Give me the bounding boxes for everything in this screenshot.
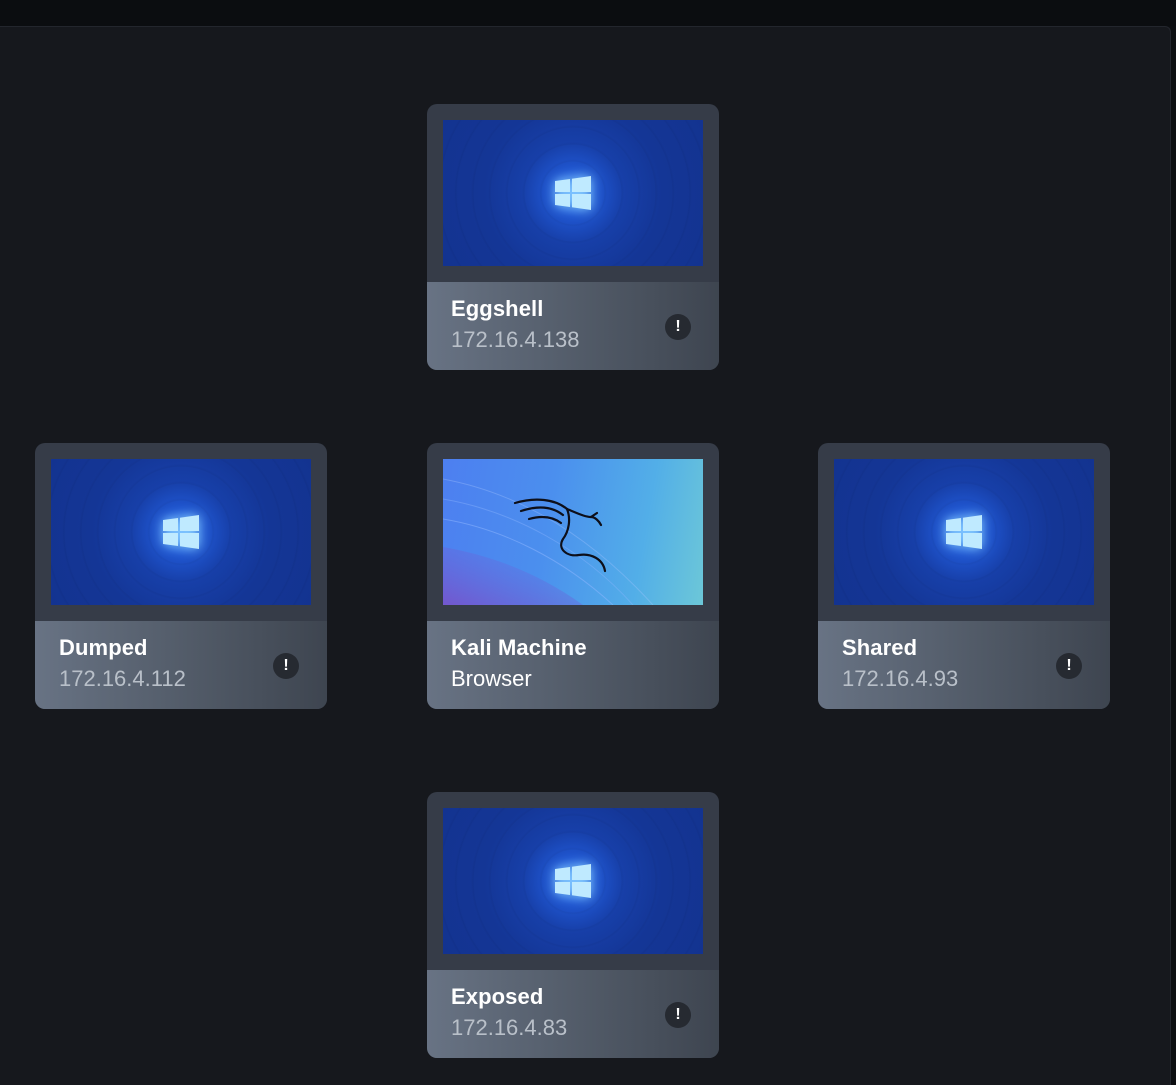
machine-name: Kali Machine bbox=[451, 635, 587, 660]
kali-dragon-icon bbox=[513, 498, 607, 573]
windows-icon bbox=[946, 515, 982, 549]
machine-info-panel: Eggshell 172.16.4.138 ! bbox=[427, 282, 719, 370]
machine-name: Exposed bbox=[451, 984, 544, 1009]
kali-wallpaper bbox=[443, 478, 654, 605]
machine-ip-address: 172.16.4.83 bbox=[451, 1015, 568, 1040]
machine-connection-type: Browser bbox=[451, 666, 532, 691]
alert-icon[interactable]: ! bbox=[1056, 653, 1082, 679]
alert-icon[interactable]: ! bbox=[273, 653, 299, 679]
machine-card-kali[interactable]: Kali Machine Browser bbox=[427, 443, 719, 709]
machine-name: Eggshell bbox=[451, 296, 544, 321]
machine-info-panel: Dumped 172.16.4.112 ! bbox=[35, 621, 327, 709]
machine-screen-thumbnail bbox=[443, 120, 703, 266]
top-bar bbox=[0, 0, 1176, 26]
machine-card-eggshell[interactable]: Eggshell 172.16.4.138 ! bbox=[427, 104, 719, 370]
alert-icon[interactable]: ! bbox=[665, 1002, 691, 1028]
machine-ip-address: 172.16.4.93 bbox=[842, 666, 959, 691]
windows-icon bbox=[555, 864, 591, 898]
machine-screen-thumbnail bbox=[834, 459, 1094, 605]
windows-icon bbox=[555, 176, 591, 210]
machine-name: Dumped bbox=[59, 635, 148, 660]
machine-info-panel: Exposed 172.16.4.83 ! bbox=[427, 970, 719, 1058]
machine-card-exposed[interactable]: Exposed 172.16.4.83 ! bbox=[427, 792, 719, 1058]
alert-icon[interactable]: ! bbox=[665, 314, 691, 340]
machine-screen-thumbnail bbox=[51, 459, 311, 605]
machine-card-dumped[interactable]: Dumped 172.16.4.112 ! bbox=[35, 443, 327, 709]
machine-name: Shared bbox=[842, 635, 918, 660]
machine-card-shared[interactable]: Shared 172.16.4.93 ! bbox=[818, 443, 1110, 709]
network-map-canvas: Eggshell 172.16.4.138 ! Dumped 172.16.4.… bbox=[0, 26, 1171, 1085]
machine-screen-thumbnail bbox=[443, 808, 703, 954]
windows-icon bbox=[163, 515, 199, 549]
machine-info-panel: Kali Machine Browser bbox=[427, 621, 719, 709]
machine-info-panel: Shared 172.16.4.93 ! bbox=[818, 621, 1110, 709]
machine-ip-address: 172.16.4.138 bbox=[451, 327, 580, 352]
machine-screen-thumbnail bbox=[443, 459, 703, 605]
machine-ip-address: 172.16.4.112 bbox=[59, 666, 186, 691]
